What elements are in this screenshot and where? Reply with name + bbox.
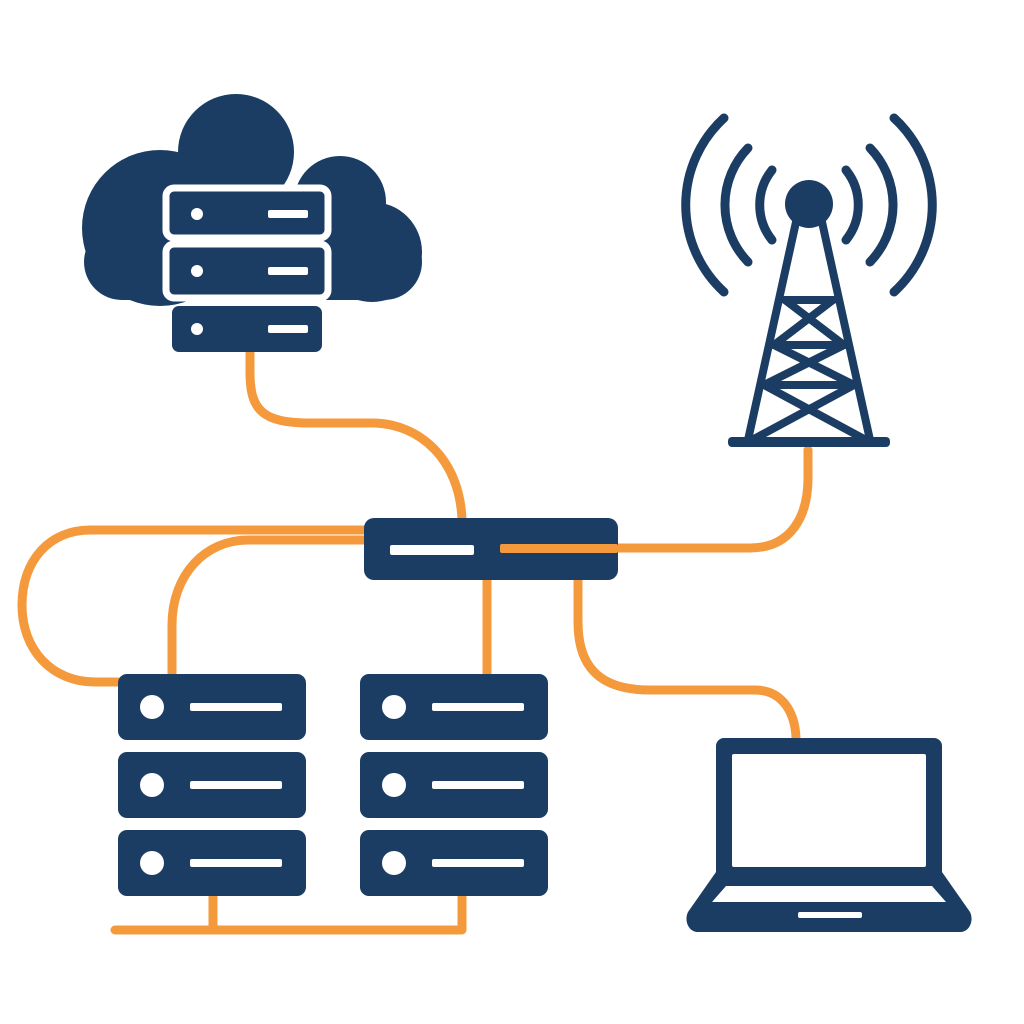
cable-switch-to-rack-left-inner [167,535,373,679]
server-drive-slot [190,859,282,867]
cloud-server-unit-1 [162,184,332,242]
signal-waves-icon [681,113,937,297]
network-switch-icon [364,518,618,580]
server-drive-slot [432,703,524,711]
tower-frame [744,218,874,444]
cable-switch-to-rack-left-outer [17,525,373,687]
server-rack-icon [118,674,306,896]
cell-tower-icon [681,113,937,447]
laptop-display [732,754,926,867]
server-drive-slot [432,859,524,867]
cable-switch-to-laptop [573,573,801,743]
cable-cloud-to-switch [245,347,467,525]
rack-left-unit-1 [118,674,306,740]
cable-switch-to-tower [495,445,813,553]
cloud-server-icon [82,94,422,352]
cloud-server-unit-2 [162,240,332,302]
server-rack-icon [360,674,548,896]
rack-right-unit-1 [360,674,548,740]
cables [17,347,813,935]
server-drive-slot [432,781,524,789]
rack-right-unit-3 [360,830,548,896]
server-led-icon [140,773,164,797]
rack-left-unit-2 [118,752,306,818]
server-drive-slot [190,703,282,711]
laptop-trackpad [798,912,862,918]
rack-right-unit-2 [360,752,548,818]
server-led-icon [140,851,164,875]
tower-base [728,437,890,447]
server-led-icon [382,695,406,719]
server-led-icon [382,773,406,797]
server-led-icon [382,851,406,875]
server-led-icon [140,695,164,719]
antenna-ball [785,180,833,228]
cable-rack-bus [110,891,467,935]
rack-left-unit-3 [118,830,306,896]
laptop-keyboard-area [712,886,946,902]
laptop-icon [686,738,972,932]
server-drive-slot [190,781,282,789]
cloud-server-unit-3 [172,306,322,352]
